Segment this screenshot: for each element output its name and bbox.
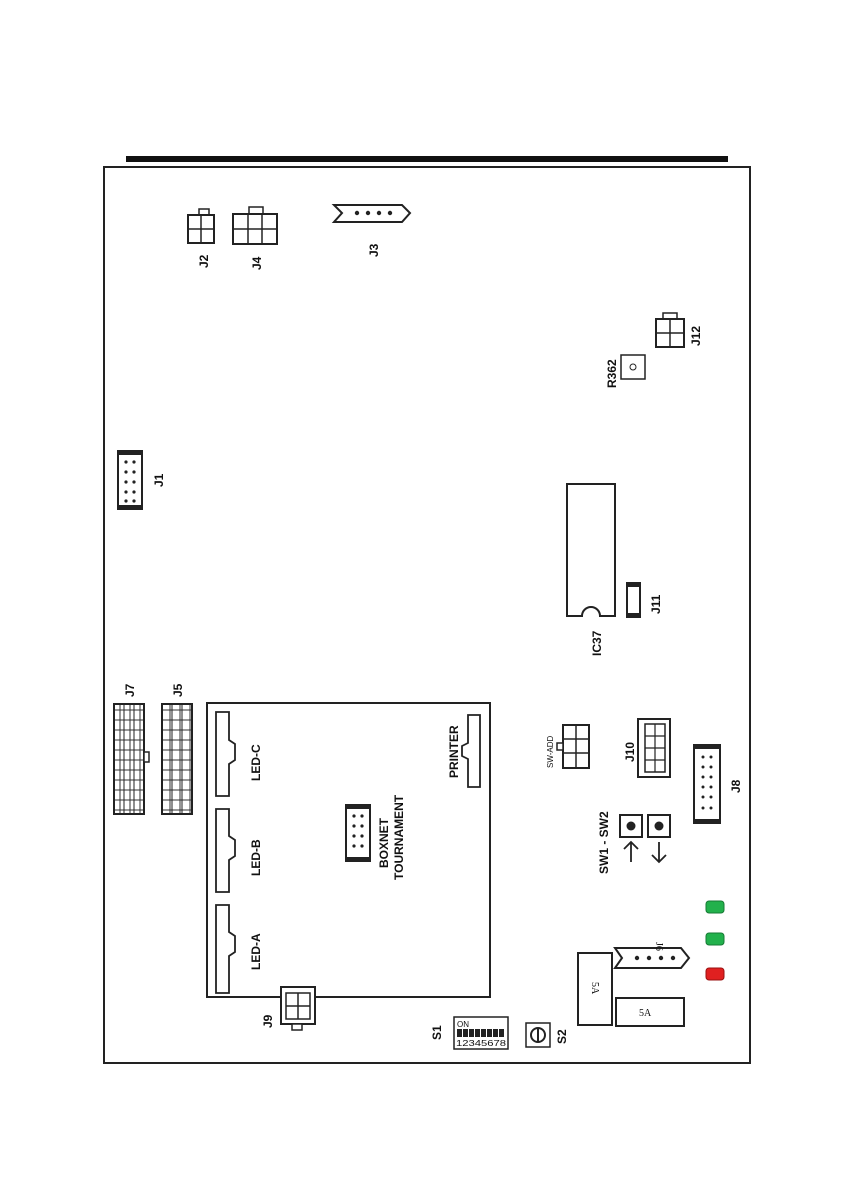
label-tournament: TOURNAMENT	[392, 794, 406, 880]
connector-j3	[334, 205, 410, 222]
header-rule	[126, 156, 728, 162]
led-green-middle	[706, 933, 724, 945]
connector-j7	[114, 704, 149, 814]
label-j1: J1	[152, 473, 166, 487]
arrow-left-icon	[624, 842, 638, 862]
led-red-bottom	[706, 968, 724, 980]
label-r362: R362	[605, 359, 619, 388]
label-j5: J5	[171, 683, 185, 697]
label-boxnet: BOXNET	[377, 817, 391, 868]
chip-ic37	[567, 484, 615, 616]
label-led-a: LED-A	[249, 933, 263, 970]
label-dip-numbers: 12345678	[456, 1039, 507, 1048]
button-sw2	[648, 815, 670, 837]
led-c-connector	[216, 712, 235, 796]
rotary-switch-s2	[526, 1023, 550, 1047]
label-printer: PRINTER	[447, 725, 461, 778]
label-j10: J10	[623, 742, 637, 762]
led-a-connector	[216, 905, 235, 993]
label-s2: S2	[555, 1029, 569, 1044]
connector-j8	[694, 745, 720, 823]
component-r362	[621, 355, 645, 379]
label-j11: J11	[649, 594, 663, 614]
connector-j2	[188, 209, 214, 243]
label-j12: J12	[689, 326, 703, 346]
label-j3: J3	[367, 243, 381, 257]
label-fuse-2: 5A	[639, 1008, 652, 1019]
connector-j12	[656, 313, 684, 347]
label-s1: S1	[430, 1025, 444, 1040]
connector-j9	[281, 987, 315, 1030]
label-j9: J9	[261, 1014, 275, 1028]
connector-j5	[162, 704, 192, 814]
label-j4: J4	[250, 256, 264, 270]
label-ic37: IC37	[590, 630, 604, 656]
label-sw1-sw2: SW1 - SW2	[597, 811, 611, 874]
connector-j10	[638, 719, 670, 777]
arrow-right-icon	[652, 842, 666, 862]
switch-sw-add	[557, 725, 589, 768]
label-dip-on: ON	[457, 1020, 469, 1029]
connector-j11	[627, 583, 640, 617]
connector-j6	[615, 948, 689, 968]
label-j6: J6	[653, 942, 664, 951]
label-j8: J8	[729, 779, 743, 793]
label-j2: J2	[197, 254, 211, 268]
connector-j4	[233, 207, 277, 244]
board-outline	[104, 167, 750, 1063]
label-sw-add: SW-ADD	[546, 735, 555, 768]
connector-j1	[118, 451, 142, 509]
printer-connector	[462, 715, 480, 787]
label-fuse-1: 5A	[589, 982, 600, 995]
boxnet-connector	[346, 805, 370, 861]
button-sw1	[620, 815, 642, 837]
label-led-b: LED-B	[249, 839, 263, 876]
label-j7: J7	[123, 683, 137, 697]
led-green-top	[706, 901, 724, 913]
label-led-c: LED-C	[249, 744, 263, 781]
led-b-connector	[216, 809, 235, 892]
